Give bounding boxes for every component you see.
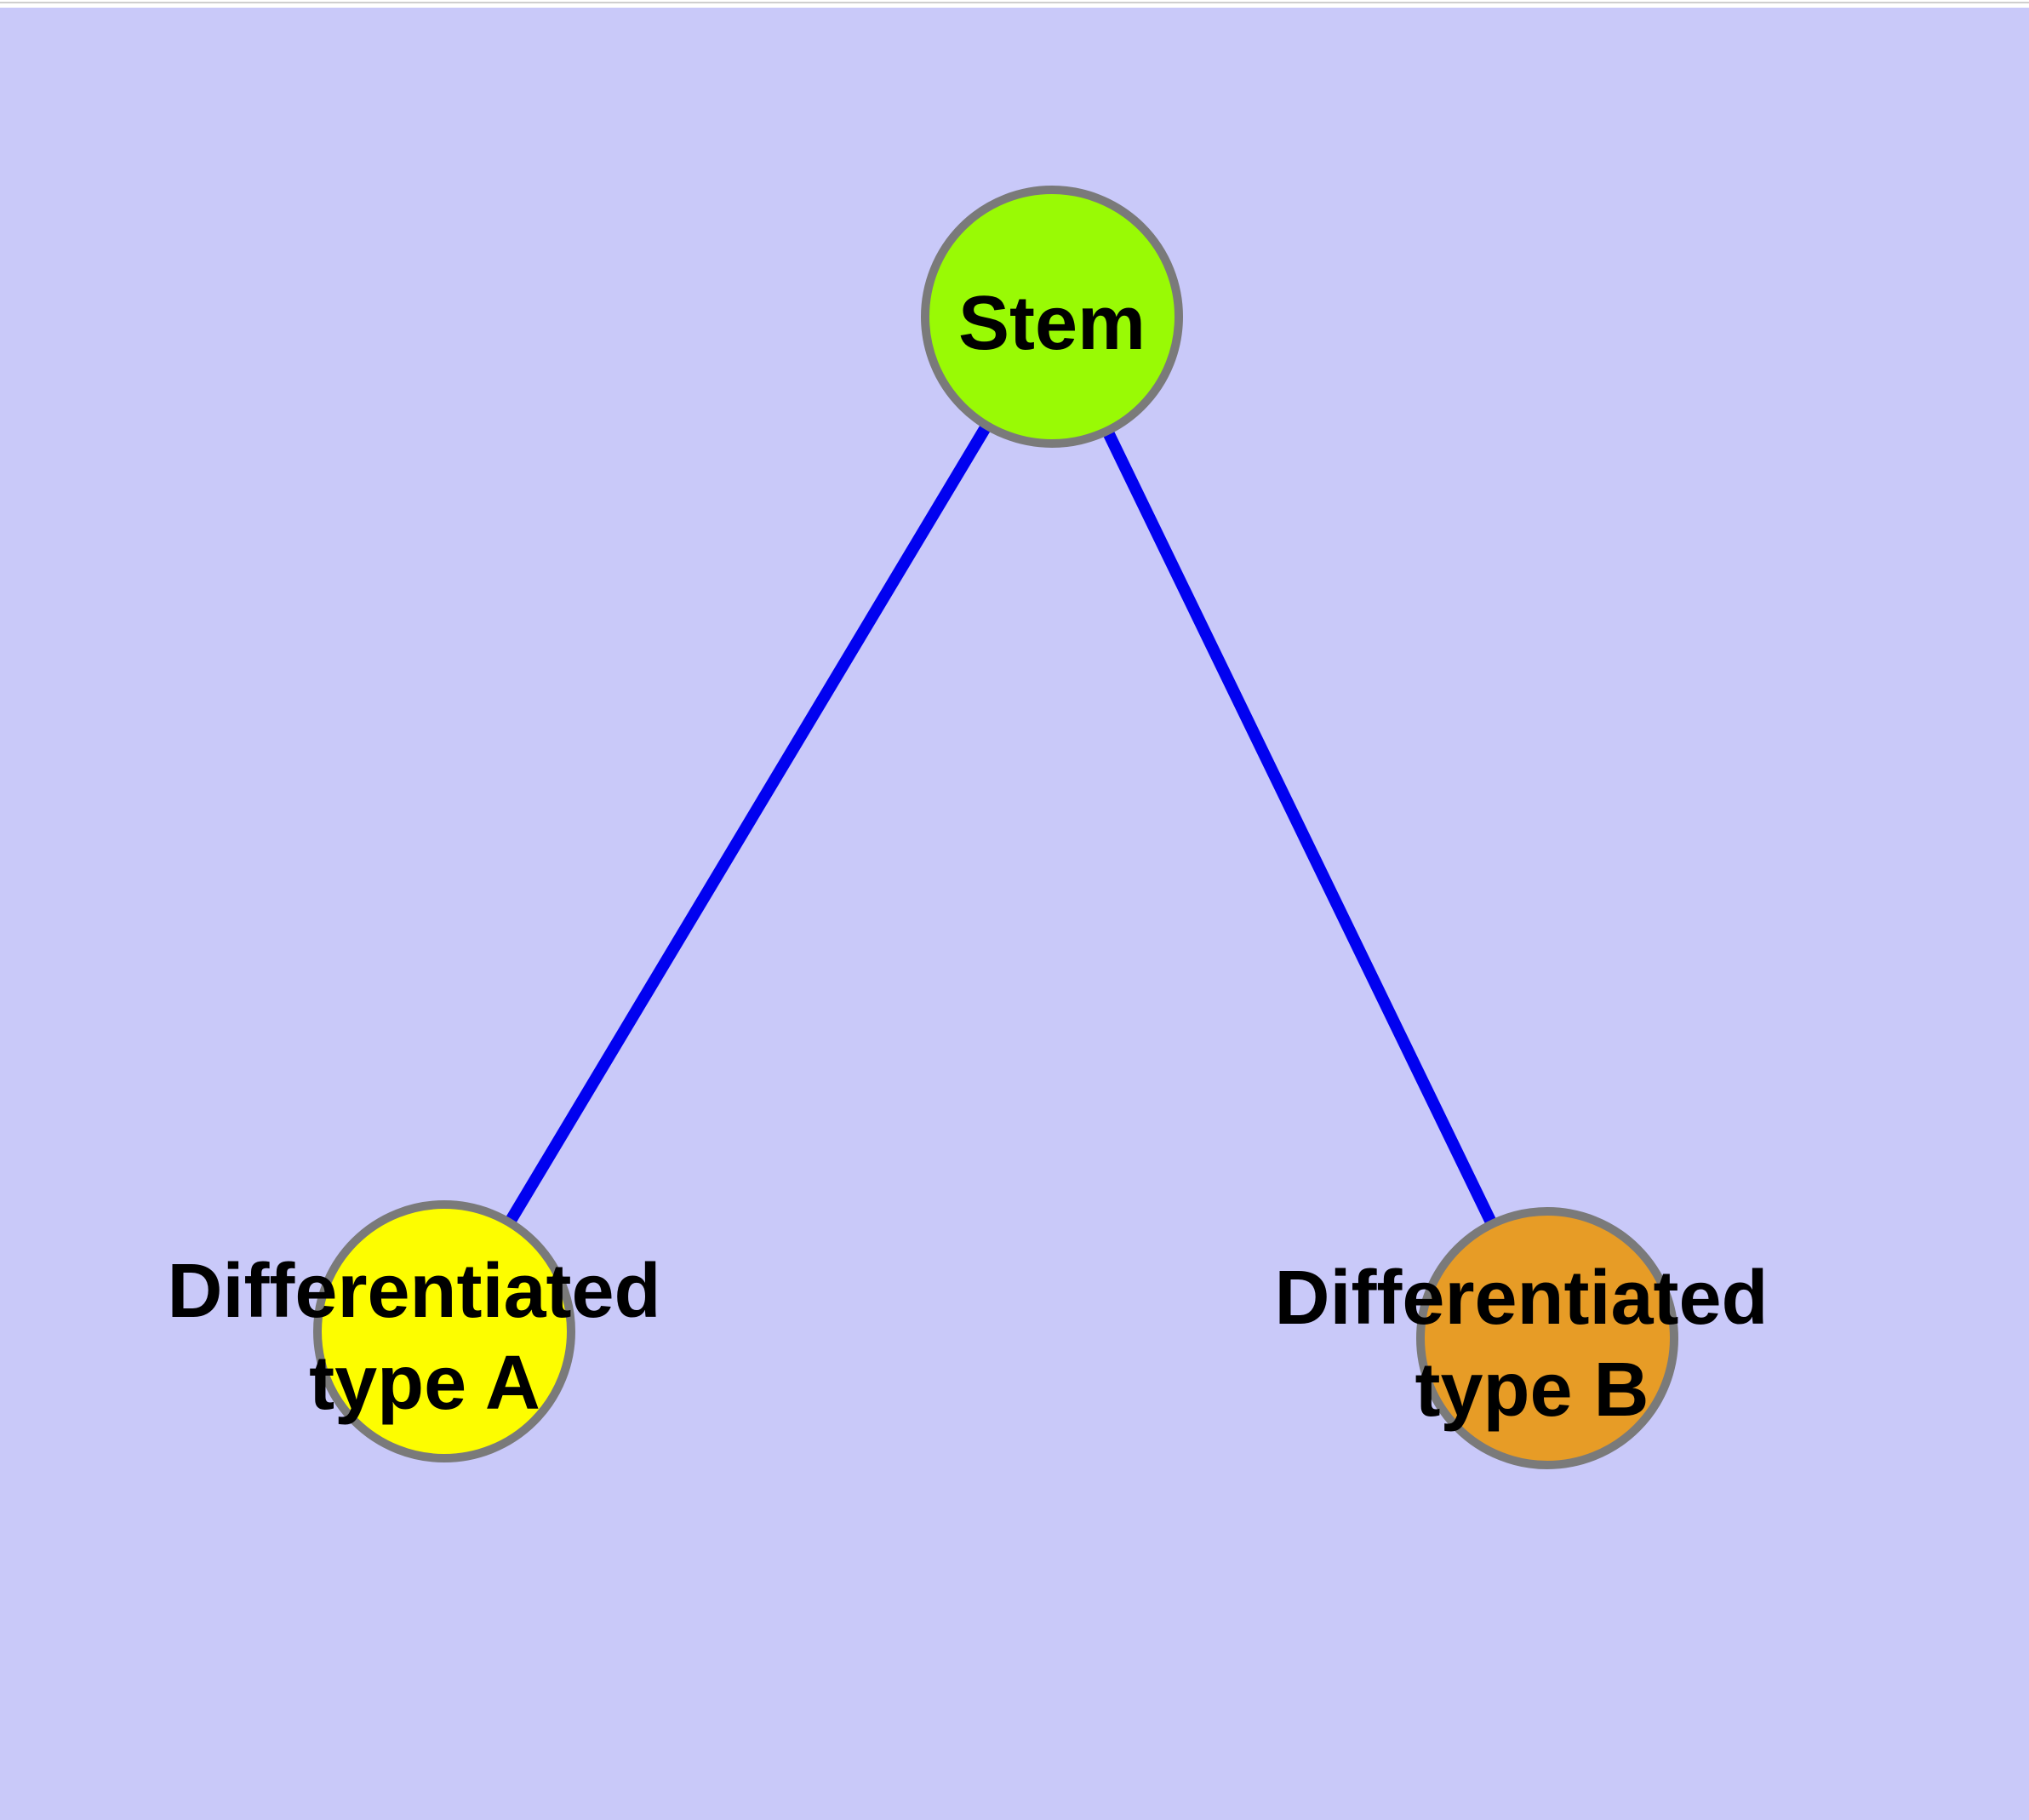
node-type-b-label-line2: type B	[1415, 1348, 1649, 1433]
node-stem-circle[interactable]	[921, 186, 1183, 448]
node-differentiated-type-a[interactable]: Differentiated type A	[167, 1200, 682, 1462]
top-strip	[0, 0, 2029, 8]
edge-stem-to-type-a	[438, 313, 1058, 1335]
top-hairline	[0, 2, 2029, 3]
node-type-a-label: Differentiated type A	[167, 1249, 682, 1426]
node-type-a-label-line2: type A	[309, 1341, 540, 1426]
edges	[438, 313, 1553, 1342]
node-type-b-label: Differentiated type B	[1274, 1256, 1789, 1433]
node-type-b-circle[interactable]	[1416, 1207, 1678, 1469]
node-stem[interactable]: Stem	[921, 186, 1183, 448]
node-differentiated-type-b[interactable]: Differentiated type B	[1274, 1207, 1789, 1469]
node-stem-label: Stem	[958, 281, 1146, 366]
node-type-a-label-line1: Differentiated	[167, 1249, 660, 1334]
edge-stem-to-type-b	[1046, 313, 1553, 1342]
node-type-b-label-line1: Differentiated	[1274, 1256, 1768, 1341]
node-type-a-circle[interactable]	[313, 1200, 575, 1462]
